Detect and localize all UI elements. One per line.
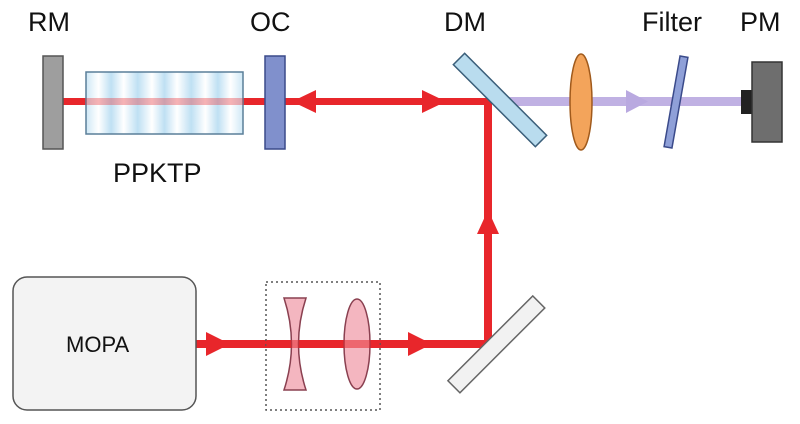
power-meter — [751, 61, 783, 143]
steering-mirror — [446, 294, 546, 394]
rm-label: RM — [28, 7, 70, 37]
arrow-right-cavity — [422, 90, 446, 113]
crystal-label: PPKTP — [113, 158, 202, 188]
arrow-up-vertical — [477, 210, 499, 234]
filter-label: Filter — [642, 7, 702, 37]
mopa-label: MOPA — [66, 332, 129, 357]
filter — [663, 55, 689, 149]
mopa-source — [12, 276, 197, 411]
dichroic-mirror — [452, 52, 548, 148]
arrow-right-pump — [408, 332, 432, 356]
pm-label: PM — [740, 7, 781, 37]
output-lens — [569, 53, 593, 151]
arrow-left-cavity — [292, 90, 316, 113]
telescope-beam-overlay — [266, 340, 380, 348]
arrow-right-output — [626, 90, 648, 113]
crystal-beam-overlay — [86, 98, 243, 105]
rear-mirror — [42, 55, 64, 150]
dm-label: DM — [444, 7, 486, 37]
ppktp-crystal — [85, 71, 244, 135]
output-coupler — [264, 55, 286, 150]
oc-label: OC — [250, 7, 291, 37]
arrow-right-mopa — [206, 332, 230, 356]
